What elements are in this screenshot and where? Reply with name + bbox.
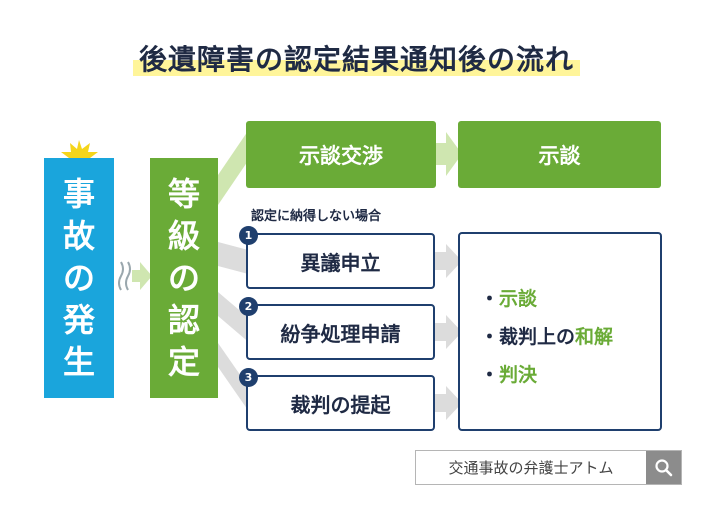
accident-char: 事 [62, 175, 95, 213]
arrow-to-settlement [436, 132, 462, 176]
accident-char: 故 [62, 217, 95, 255]
grade-certification-box: 等 級 の 認 定 [150, 158, 218, 398]
step-number-badge: 1 [239, 226, 258, 245]
grade-char: 定 [167, 343, 200, 381]
arrow-to-dispute [218, 292, 252, 345]
outcome-plain-text: 裁判上の [499, 326, 576, 348]
option-label: 紛争処理申請 [280, 321, 401, 346]
title-text: 後遺障害の認定結果通知後の流れ [138, 43, 574, 76]
arrow-result-1 [435, 244, 462, 278]
option-label: 異議申立 [300, 250, 381, 275]
grade-char: 等 [167, 175, 200, 213]
wave-icon [118, 261, 124, 291]
arrow-to-lawsuit [218, 343, 252, 416]
step-number-badge: 3 [239, 368, 258, 387]
page-title: 後遺障害の認定結果通知後の流れ [132, 38, 580, 78]
step-number-badge: 2 [239, 297, 258, 316]
outcome-item: ・裁判上の和解 [480, 318, 660, 356]
wave-icon [125, 261, 131, 291]
outcome-box: ・示談 ・裁判上の和解 ・判決 [458, 232, 662, 431]
outcome-green-text: 判決 [499, 364, 538, 386]
outcome-green-text: 和解 [575, 326, 614, 348]
bullet: ・ [480, 326, 500, 348]
accident-char: 発 [62, 301, 95, 339]
brand-search-box[interactable]: 交通事故の弁護士アトム [415, 450, 682, 485]
accident-char: 生 [62, 343, 95, 381]
negotiation-box: 示談交渉 [246, 121, 436, 188]
search-button[interactable] [646, 451, 681, 484]
outcome-item: ・示談 [480, 280, 660, 318]
lawsuit-box: 3 裁判の提起 [239, 368, 435, 431]
title-highlight [132, 60, 580, 76]
outcome-green-text: 示談 [499, 288, 538, 310]
arrow-to-objection [218, 242, 252, 275]
search-icon [654, 458, 672, 476]
option-label: 裁判の提起 [290, 392, 391, 417]
grade-char: 認 [167, 301, 200, 339]
accident-char: の [62, 259, 95, 297]
settlement-box: 示談 [458, 121, 661, 188]
arrow-result-3 [435, 386, 462, 420]
bullet: ・ [480, 288, 500, 310]
arrow-to-grade [132, 262, 152, 290]
search-text: 交通事故の弁護士アトム [448, 459, 614, 477]
arrow-result-2 [435, 315, 462, 349]
bullet: ・ [480, 364, 500, 386]
burst-icon [61, 140, 98, 174]
grade-char: 級 [167, 217, 200, 255]
objection-box: 1 異議申立 [239, 226, 435, 289]
if-not-accepted-caption: 認定に納得しない場合 [251, 209, 382, 224]
arrow-to-negotiation [218, 125, 252, 205]
title-area: 後遺障害の認定結果通知後の流れ [0, 38, 713, 78]
accident-box: 事 故 の 発 生 [44, 158, 114, 398]
grade-char: の [167, 259, 200, 297]
dispute-resolution-box: 2 紛争処理申請 [239, 297, 435, 360]
outcome-item: ・判決 [480, 356, 660, 394]
